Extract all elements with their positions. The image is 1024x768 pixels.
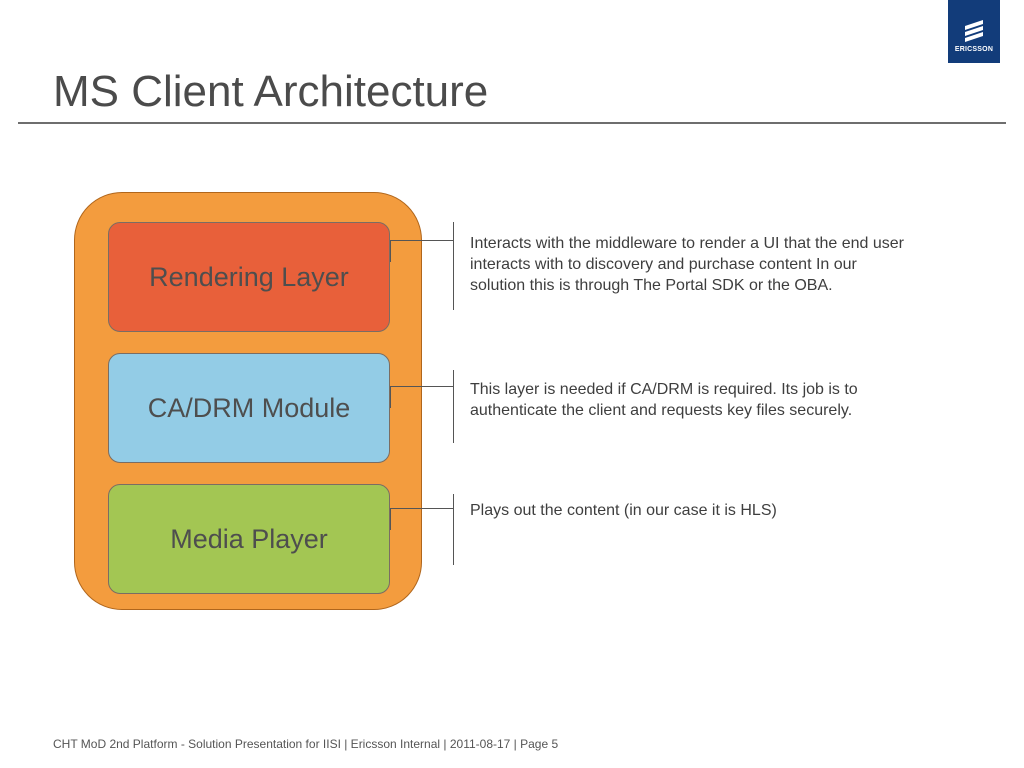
footer-text: CHT MoD 2nd Platform - Solution Presenta…	[53, 737, 559, 751]
ca-drm-module-label: CA/DRM Module	[147, 392, 351, 423]
rendering-layer-description: Interacts with the middleware to render …	[470, 235, 905, 294]
ca-drm-module-box: CA/DRM Module	[108, 353, 390, 463]
connector-media-player-line	[390, 508, 453, 509]
media-player-label: Media Player	[170, 523, 328, 554]
ca-drm-module-description: This layer is needed if CA/DRM is requir…	[470, 381, 858, 419]
connector-rendering-bracket	[453, 222, 454, 310]
media-player-description: Plays out the content (in our case it is…	[470, 502, 777, 519]
connector-ca-drm-stub	[390, 386, 391, 408]
ericsson-logo-icon	[965, 20, 983, 42]
connector-media-player-bracket	[453, 494, 454, 565]
media-player-box: Media Player	[108, 484, 390, 594]
connector-rendering-stub	[390, 240, 391, 262]
connector-media-player-stub	[390, 508, 391, 530]
rendering-layer-box: Rendering Layer	[108, 222, 390, 332]
connector-ca-drm-bracket	[453, 370, 454, 443]
title-divider	[18, 122, 1006, 124]
rendering-layer-label: Rendering Layer	[149, 261, 349, 292]
page-title: MS Client Architecture	[53, 67, 489, 116]
brand-logo: ERICSSON	[948, 0, 1000, 63]
connector-rendering-line	[390, 240, 453, 241]
brand-name: ERICSSON	[954, 46, 994, 53]
connector-ca-drm-line	[390, 386, 453, 387]
